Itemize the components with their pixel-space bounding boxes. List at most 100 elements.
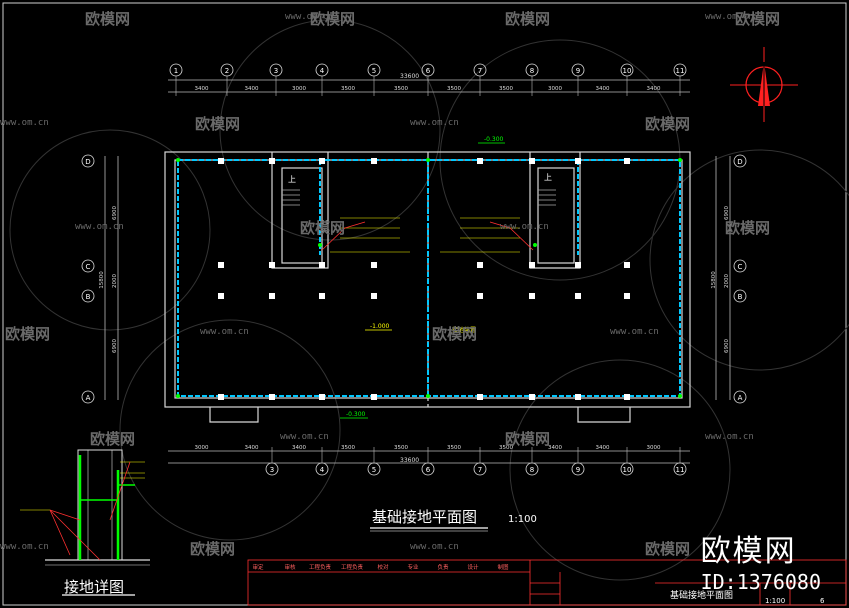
tb-header: 审核 — [284, 563, 296, 571]
svg-text:接地装置: 接地装置 — [452, 326, 476, 334]
svg-text:11: 11 — [676, 466, 685, 474]
north-arrow — [730, 47, 798, 122]
span-label: 3000 — [647, 445, 661, 451]
watermark-brand: 欧模网 — [190, 540, 236, 558]
watermark-url: www.om.cn — [280, 432, 329, 442]
watermark-brand: 欧模网 — [5, 325, 51, 343]
svg-text:1: 1 — [174, 67, 178, 75]
tb-header: 专业 — [407, 563, 419, 571]
tb-header: 设计 — [467, 563, 479, 571]
svg-text:3: 3 — [274, 67, 278, 75]
top-total-dim: 33600 — [400, 73, 419, 80]
axis-bubble: 11 — [673, 63, 687, 96]
annotation-right — [440, 217, 534, 253]
watermark-url: www.om.cn — [610, 327, 659, 337]
side-dim-label: 6900 — [112, 206, 118, 220]
drawing-title: 基础接地平面图 — [372, 508, 478, 526]
span-label: 3400 — [195, 86, 209, 92]
watermark-circles — [9, 19, 849, 581]
svg-text:9: 9 — [576, 67, 580, 75]
tb-header: 审定 — [252, 563, 264, 571]
stair-label-left: 上 — [288, 175, 296, 184]
svg-text:D: D — [737, 158, 742, 166]
axis-bubble: C — [81, 259, 95, 273]
span-label: 3400 — [647, 86, 661, 92]
watermark-brand: 欧模网 — [300, 219, 346, 237]
tb-sheet-no: 6 — [820, 597, 825, 605]
watermark-brand: 欧模网 — [505, 10, 551, 28]
svg-text:8: 8 — [530, 67, 534, 75]
tb-header: 工程负责 — [309, 563, 332, 571]
svg-text:6: 6 — [426, 67, 431, 75]
svg-text:C: C — [738, 263, 743, 271]
stair-treads — [282, 189, 556, 206]
svg-text:2: 2 — [225, 67, 229, 75]
title-block-headers: 审定审核工程负责工程负责校对专业负责设计制图 — [252, 563, 509, 571]
span-label: 3400 — [292, 445, 306, 451]
bottom-dimension-lines — [168, 450, 690, 464]
axis-bubble: 6 — [421, 63, 435, 96]
tb-header: 制图 — [497, 563, 509, 571]
watermark-url: www.om.cn — [285, 12, 334, 22]
span-label: 3000 — [195, 445, 209, 451]
svg-text:8: 8 — [530, 466, 534, 474]
top-dimension-lines — [168, 79, 690, 93]
span-label: 3500 — [447, 445, 461, 451]
watermark-brand: 欧模网 — [645, 115, 691, 133]
svg-text:4: 4 — [320, 67, 325, 75]
tb-drawing-name: 基础接地平面图 — [670, 589, 733, 601]
tb-header: 负责 — [437, 563, 449, 571]
span-label: 3500 — [499, 86, 513, 92]
svg-text:6: 6 — [426, 466, 431, 474]
column-pads — [218, 158, 630, 400]
axis-bubble: A — [733, 390, 747, 404]
side-dim-label: 6900 — [724, 206, 730, 220]
watermark-brand: 欧模网 — [725, 219, 771, 237]
span-label: 3400 — [245, 86, 259, 92]
side-dim-label: 6900 — [112, 339, 118, 353]
axis-bubble: 8 — [525, 63, 539, 96]
watermark-brand: 欧模网 — [85, 10, 131, 28]
svg-text:B: B — [86, 293, 91, 301]
axis-bubble: D — [81, 154, 95, 168]
svg-text:7: 7 — [478, 466, 482, 474]
svg-text:5: 5 — [372, 466, 376, 474]
axis-bubble: 1 — [169, 63, 183, 96]
svg-text:9: 9 — [576, 466, 580, 474]
elevation-marks: -0.300 -0.300 -1.000 接地装置 — [340, 136, 505, 419]
brand-block: 欧模网 ID:1376080 — [701, 526, 821, 594]
svg-text:D: D — [85, 158, 90, 166]
watermark-url: www.om.cn — [500, 222, 549, 232]
watermark-url: www.om.cn — [705, 12, 754, 22]
watermark-url: www.om.cn — [75, 222, 124, 232]
axis-bubble: 4 — [315, 63, 329, 96]
watermark-brand: 欧模网 — [645, 540, 691, 558]
watermark-url: www.om.cn — [200, 327, 249, 337]
svg-text:-0.300: -0.300 — [346, 411, 366, 418]
span-label: 3500 — [499, 445, 513, 451]
span-label: 3400 — [245, 445, 259, 451]
side-dim-label: 6900 — [724, 339, 730, 353]
watermark-url: www.om.cn — [0, 118, 49, 128]
svg-text:3: 3 — [270, 466, 274, 474]
axis-bubble: 7 — [473, 63, 487, 96]
watermark-brand: 欧模网 — [310, 10, 356, 28]
left-dimension-lines — [104, 156, 731, 400]
side-total-label: 15800 — [99, 271, 105, 289]
span-label: 3400 — [548, 445, 562, 451]
ground-detail — [20, 449, 150, 566]
watermark-url: www.om.cn — [410, 542, 459, 552]
svg-text:5: 5 — [372, 67, 376, 75]
axis-bubble: 3 — [269, 63, 283, 96]
watermark-url: www.om.cn — [410, 118, 459, 128]
watermark-brand: 欧模网 — [90, 430, 136, 448]
axis-bubble: B — [81, 289, 95, 303]
axis-bubble: B — [733, 289, 747, 303]
svg-text:A: A — [738, 394, 743, 402]
